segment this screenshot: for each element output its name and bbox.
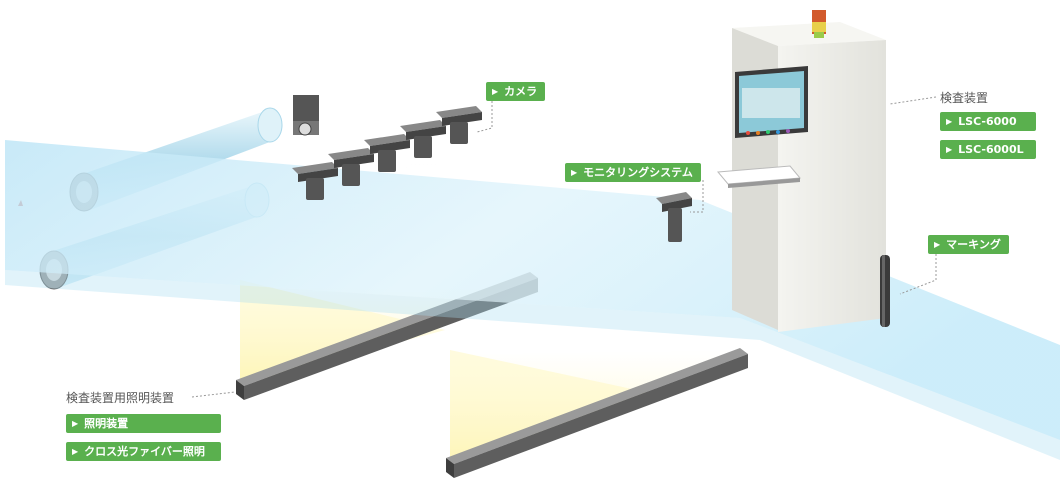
cross-light-fiber-label: クロス光ファイバー照明: [84, 445, 205, 458]
lsc-6000-label: LSC-6000: [958, 115, 1017, 128]
light-glow-2-front: [450, 350, 660, 462]
camera-button[interactable]: ▶ カメラ: [486, 82, 546, 101]
monitoring-camera: [656, 192, 692, 242]
marking-device: [880, 255, 890, 327]
light-bar-2: [446, 348, 748, 478]
monitoring-system-label: モニタリングシステム: [583, 166, 693, 179]
triangle-right-icon: ▶: [571, 168, 578, 177]
light-glow-1-front: [240, 280, 445, 385]
lsc-6000-button[interactable]: ▶ LSC-6000: [940, 112, 1036, 131]
monitoring-system-button[interactable]: ▶ モニタリングシステム: [565, 163, 701, 182]
lsc-6000l-label: LSC-6000L: [958, 143, 1024, 156]
camera-side: [293, 95, 319, 136]
triangle-right-icon: ▶: [72, 419, 79, 428]
marking-label: マーキング: [946, 238, 1001, 251]
camera-label: カメラ: [504, 85, 538, 98]
marking-button[interactable]: ▶ マーキング: [928, 235, 1009, 254]
triangle-right-icon: ▶: [492, 87, 499, 96]
camera-row: [292, 106, 482, 200]
lighting-device-label: 照明装置: [84, 417, 129, 430]
sheet-lower-band: [5, 270, 1060, 460]
leader-lines: [191, 96, 937, 398]
lighting-device-button[interactable]: ▶ 照明装置: [66, 414, 221, 433]
lsc-6000l-button[interactable]: ▶ LSC-6000L: [940, 140, 1036, 159]
cross-light-fiber-button[interactable]: ▶ クロス光ファイバー照明: [66, 442, 221, 461]
inspection-cabinet: [717, 10, 886, 332]
triangle-right-icon: ▶: [946, 145, 953, 154]
triangle-right-icon: ▶: [72, 447, 79, 456]
light-bar-1: [236, 272, 538, 400]
inspection-sheet: [5, 140, 1060, 440]
inspection-device-caption: 検査装置: [940, 91, 989, 105]
triangle-right-icon: ▶: [934, 240, 941, 249]
lighting-caption: 検査装置用照明装置: [66, 391, 175, 405]
triangle-right-icon: ▶: [946, 117, 953, 126]
